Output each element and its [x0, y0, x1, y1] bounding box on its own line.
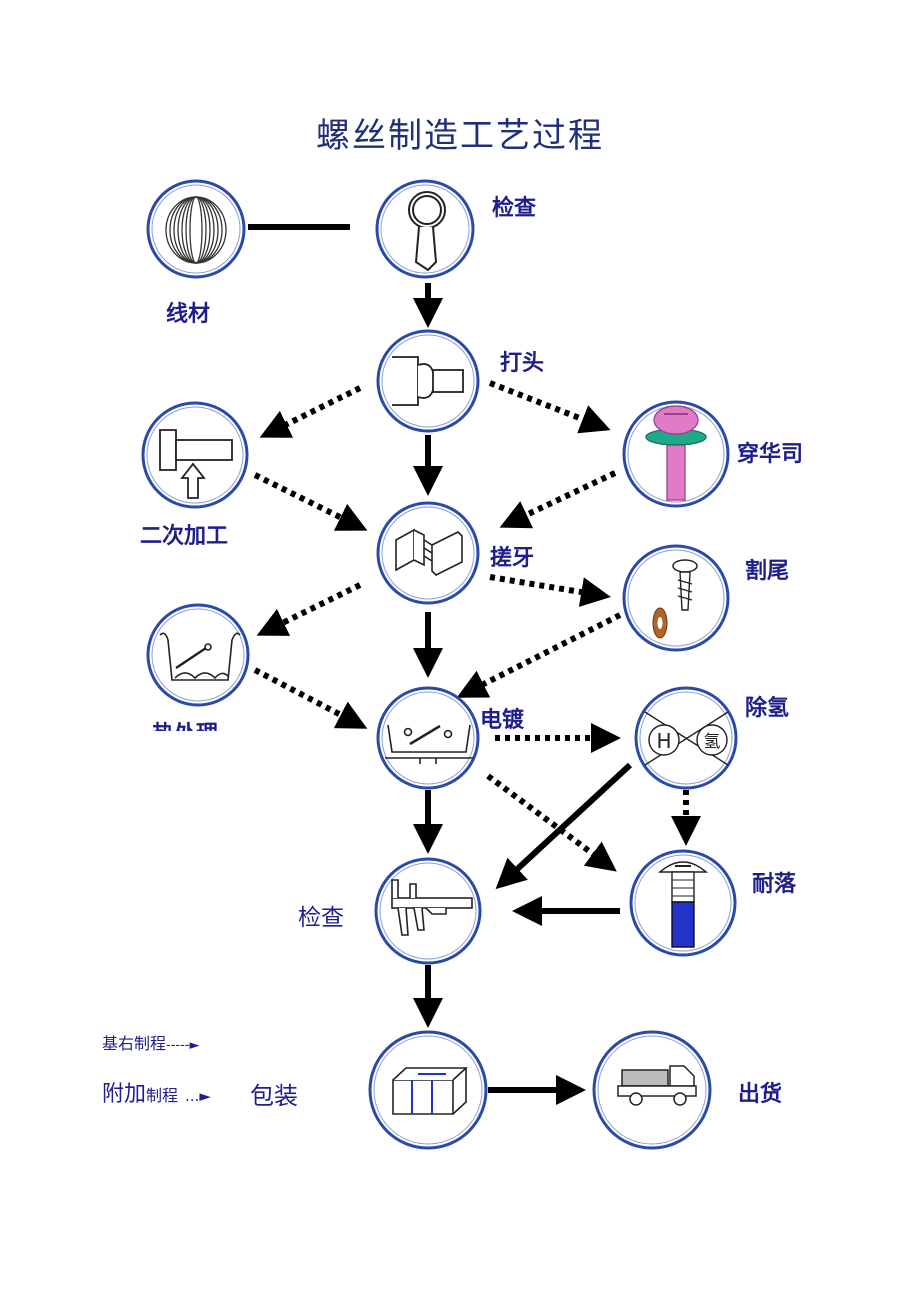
node-inspect-1: [375, 179, 475, 279]
legend-basic: 基右制程-----►: [102, 1030, 199, 1054]
node-inspect-2: [374, 857, 482, 965]
legend-basic-text: 基右制程: [102, 1034, 167, 1053]
legend-extra-text-small: 制程: [146, 1086, 179, 1105]
node-plating: [376, 686, 480, 790]
legend-extra-marker: ...►: [185, 1087, 211, 1105]
label-resist: 耐落: [752, 871, 797, 897]
node-resist: [629, 849, 737, 957]
hydrogen-qing-glyph: 氢: [704, 732, 721, 752]
heat-treatment-icon: [159, 632, 241, 681]
wire-coil-icon: [165, 196, 227, 264]
diagram-title: 螺丝制造工艺过程: [316, 116, 604, 156]
secondary-process-icon: [159, 429, 233, 499]
label-dehydro: 除氢: [745, 695, 790, 721]
label-threading: 搓牙: [490, 545, 535, 571]
label-inspect-1: 检查: [492, 195, 537, 221]
caliper-icon: [391, 879, 473, 936]
node-tail: [622, 544, 730, 652]
node-washer: [622, 400, 730, 508]
label-packing: 包装: [250, 1082, 298, 1110]
node-heading: [376, 329, 480, 433]
hydrogen-removal-icon: [644, 711, 729, 766]
washer-screw-icon: [645, 405, 707, 501]
node-packing: [368, 1030, 488, 1150]
basic-process-arrows: [248, 224, 633, 1105]
truck-icon: [617, 1065, 697, 1106]
label-heading: 打头: [500, 350, 545, 376]
thread-rolling-icon: [395, 528, 463, 576]
legend-extra: 附加制程 ...►: [102, 1076, 211, 1108]
heading-die-icon: [392, 356, 464, 406]
additional-process-arrows: [253, 380, 701, 872]
legend-basic-marker: -----►: [166, 1038, 200, 1053]
node-heat: [146, 603, 250, 707]
arrow-washer-threading: [499, 470, 617, 529]
node-secondary: [141, 401, 249, 509]
plating-tank-icon: [385, 724, 473, 764]
arrow-dehydro-inspect: [495, 762, 633, 890]
arrow-heat-plating: [253, 667, 368, 729]
label-tail: 割尾: [745, 558, 790, 584]
node-wire: [146, 179, 246, 279]
legend-extra-text-big: 附加: [102, 1082, 147, 1107]
box-icon: [392, 1067, 469, 1115]
label-heat: 热处理: [152, 716, 218, 731]
tail-cut-icon: [652, 559, 698, 639]
arrow-threading-tail: [489, 574, 611, 607]
label-plating: 电镀: [480, 707, 525, 733]
magnifier-icon: [408, 191, 446, 272]
label-washer: 穿华司: [737, 441, 804, 467]
label-shipping: 出货: [738, 1081, 783, 1107]
arrow-plating-resist: [486, 773, 617, 872]
hydrogen-h-glyph: H: [656, 729, 671, 753]
node-shipping: [592, 1030, 712, 1150]
arrow-tail-plating: [456, 612, 622, 698]
arrow-secondary-threading: [253, 472, 368, 531]
arrow-heading-washer: [488, 380, 611, 434]
arrow-threading-heat: [256, 582, 362, 636]
node-dehydro: H 氢: [634, 686, 738, 790]
nylok-bolt-icon: [657, 861, 709, 948]
node-threading: [376, 501, 480, 605]
arrow-heading-secondary: [259, 385, 362, 438]
label-inspect-2: 检查: [298, 905, 344, 931]
label-secondary: 二次加工: [140, 523, 229, 549]
label-wire: 线材: [166, 301, 211, 327]
